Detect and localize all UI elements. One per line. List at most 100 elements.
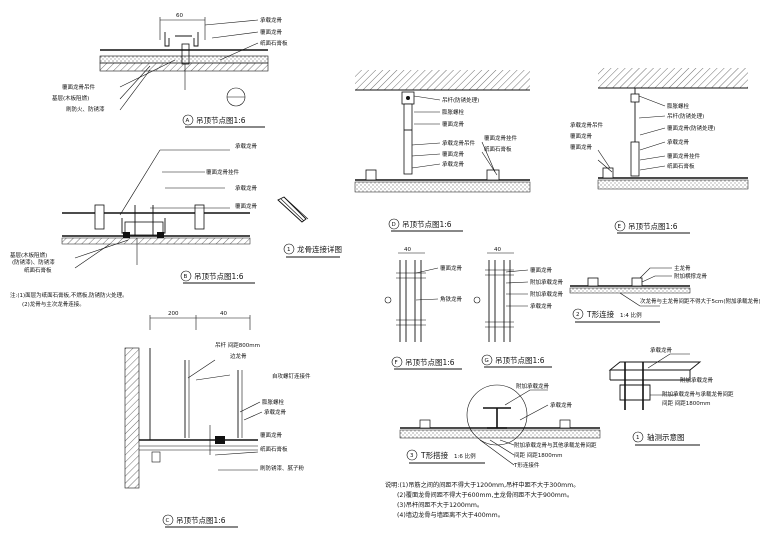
callout-marker-4 [632, 431, 644, 443]
label-e-6: 纸面石膏板 [667, 162, 695, 170]
label-e-7: 承载龙骨吊件 [570, 121, 604, 129]
label-d-2: 膨胀螺栓 [442, 108, 465, 116]
note-b-1: 注:(1)面层为纸面石膏板,不燃板,防锈防火处理。 [10, 291, 128, 299]
callout-scale-2: 1:4 比例 [620, 311, 642, 319]
dimension-label: 40 [494, 247, 501, 253]
detail-e: 膨胀螺栓 吊杆(防锈处理) 覆面龙骨(防锈处理) 承载龙骨 覆面龙骨挂件 纸面石… [570, 68, 749, 234]
svg-text:C: C [166, 518, 170, 524]
label-o-1: 附加承载龙骨 [516, 382, 550, 390]
label-a-4: 覆面龙骨吊件 [62, 83, 96, 91]
svg-text:2: 2 [576, 312, 580, 318]
label-d-5: 覆面龙骨 [442, 150, 465, 158]
svg-text:G: G [485, 358, 489, 364]
gypsum-board-layer [399, 429, 601, 439]
label-g-3: 附加承载龙骨 [530, 290, 564, 298]
ceiling-slab [355, 70, 530, 90]
svg-text:E: E [618, 224, 622, 230]
detail-marker-g [481, 354, 493, 366]
label-c-7: 纸面石膏板 [260, 445, 288, 453]
detail-circle [466, 384, 528, 446]
callout-axonometric: 承载龙骨 附加承载龙骨 附加承载龙骨与承载龙骨间距 间距 间距1800mm 1 … [608, 346, 734, 446]
label-a-1: 承载龙骨 [260, 16, 283, 24]
label-c-6: 覆面龙骨 [260, 431, 283, 439]
title-b: 吊顶节点图1:6 [194, 272, 244, 281]
dimension-label: 200 [168, 311, 179, 317]
note-line-3: (3)吊杆间距不大于1200mm。 [397, 501, 483, 509]
label-b-6: (防锈漆)、防锈漆 [12, 258, 55, 266]
label-x-3: 附加承载龙骨与承载龙骨间距 [662, 390, 734, 398]
label-c-8: 刷防锈漆、腻子粉 [260, 464, 305, 472]
detail-marker-c [162, 514, 174, 526]
label-e-1: 膨胀螺栓 [667, 102, 690, 110]
label-f-2: 角铁龙骨 [440, 295, 463, 303]
detail-marker-f [391, 356, 403, 368]
label-e-3: 覆面龙骨(防锈处理) [667, 124, 715, 132]
title-g: 吊顶节点图1:6 [495, 356, 545, 365]
hanger-rod [403, 103, 413, 175]
label-c-4: 膨胀螺栓 [262, 398, 285, 406]
label-c-1: 吊杆 间距800mm [215, 341, 260, 349]
dimension-label: 60 [176, 13, 183, 19]
label-e-8: 覆面龙骨 [570, 132, 593, 140]
svg-text:1: 1 [287, 247, 291, 253]
label-d-1: 吊杆(防锈处理) [442, 96, 479, 104]
callout-scale-3: 1:6 比例 [454, 452, 476, 460]
label-f-1: 覆面龙骨 [440, 264, 463, 272]
title-f: 吊顶节点图1:6 [405, 358, 455, 367]
note-line-2: (2)覆面龙骨间距不得大于600mm,主龙骨间距不大于900mm。 [397, 491, 573, 499]
gypsum-board-layer [61, 237, 251, 245]
label-t-2: 附加横撑龙骨 [674, 272, 708, 280]
callout-t-overlap: 附加承载龙骨 承载龙骨 附加承载龙骨与其他承载龙骨间距 间距 间距1800mm … [399, 382, 601, 469]
label-t-1: 主龙骨 [674, 264, 691, 272]
svg-text:A: A [186, 118, 190, 124]
label-e-2: 吊杆(防锈处理) [667, 112, 704, 120]
label-d-6: 承载龙骨 [442, 160, 465, 168]
label-x-1: 承载龙骨 [650, 346, 673, 354]
label-x-2: 附加承载龙骨 [680, 376, 714, 384]
label-b-1: 承载龙骨 [235, 142, 258, 150]
detail-g: 40 覆面龙骨 附加承载龙骨 附加承载龙骨 承载龙骨 G 吊顶节点图1:6 [473, 247, 564, 368]
label-b-5: 基层(木板阻燃) [10, 251, 47, 259]
title-a: 吊顶节点图1:6 [196, 116, 246, 125]
svg-text:F: F [395, 360, 398, 366]
label-d-3: 覆面龙骨 [442, 120, 465, 128]
callout-title-4: 轴测示意图 [647, 432, 685, 442]
detail-marker-e [614, 220, 626, 232]
label-o-2: 承载龙骨 [550, 401, 573, 409]
label-g-1: 覆面龙骨 [530, 266, 553, 274]
label-o-3: 附加承载龙骨与其他承载龙骨间距 [514, 441, 597, 449]
gypsum-board-layer [354, 181, 531, 193]
substrate-layer [99, 55, 269, 64]
title-d: 吊顶节点图1:6 [402, 220, 452, 229]
label-b-3: 承载龙骨 [235, 184, 258, 192]
dimension-label: 40 [404, 247, 411, 253]
label-a-5: 基层(木板阻燃) [52, 94, 89, 102]
detail-marker-d [388, 218, 400, 230]
label-c-3: 自攻螺钉连接件 [272, 372, 311, 380]
svg-text:1: 1 [636, 435, 640, 441]
svg-text:B: B [184, 274, 188, 280]
detail-f: 40 覆面龙骨 角铁龙骨 F 吊顶节点图1:6 [384, 247, 463, 370]
note-line-4: (4)墙边龙骨与墙距离不大于400mm。 [397, 511, 504, 519]
gypsum-board-layer [99, 62, 269, 72]
callout-profile: 1 龙骨连接详图 [277, 196, 342, 258]
general-notes: 说明:(1)吊筋之间的间距不得大于1200mm,吊杆中距不大于300mm。 (2… [385, 481, 579, 519]
gypsum-board-layer [597, 179, 749, 190]
note-b-2: (2)龙骨与主次龙骨连接。 [22, 300, 85, 308]
label-b-7: 纸面石膏板 [24, 266, 52, 274]
note-line-1: 说明:(1)吊筋之间的间距不得大于1200mm,吊杆中距不大于300mm。 [385, 481, 579, 489]
label-x-4: 间距 间距1800mm [662, 399, 710, 407]
label-d-7: 覆面龙骨挂件 [484, 134, 518, 142]
label-a-3: 纸面石膏板 [260, 39, 288, 47]
label-a-2: 覆面龙骨 [260, 28, 283, 36]
label-b-4: 覆面龙骨 [235, 202, 258, 210]
label-e-9: 覆面龙骨 [570, 143, 593, 151]
detail-marker-a [182, 114, 194, 126]
label-c-2: 边龙骨 [230, 352, 247, 360]
callout-marker-3 [406, 449, 418, 461]
callout-t-connection: 主龙骨 附加横撑龙骨 次龙骨与主龙骨间距不得大于5cm(附加承载龙骨) 2 T形… [569, 264, 760, 323]
detail-a: 60 承载龙骨 覆面龙骨 纸面石膏板 覆面龙骨吊件 基层(木板阻燃) 刷防火、防… [52, 13, 288, 128]
svg-text:3: 3 [410, 453, 414, 459]
dimension-label: 40 [220, 311, 227, 317]
